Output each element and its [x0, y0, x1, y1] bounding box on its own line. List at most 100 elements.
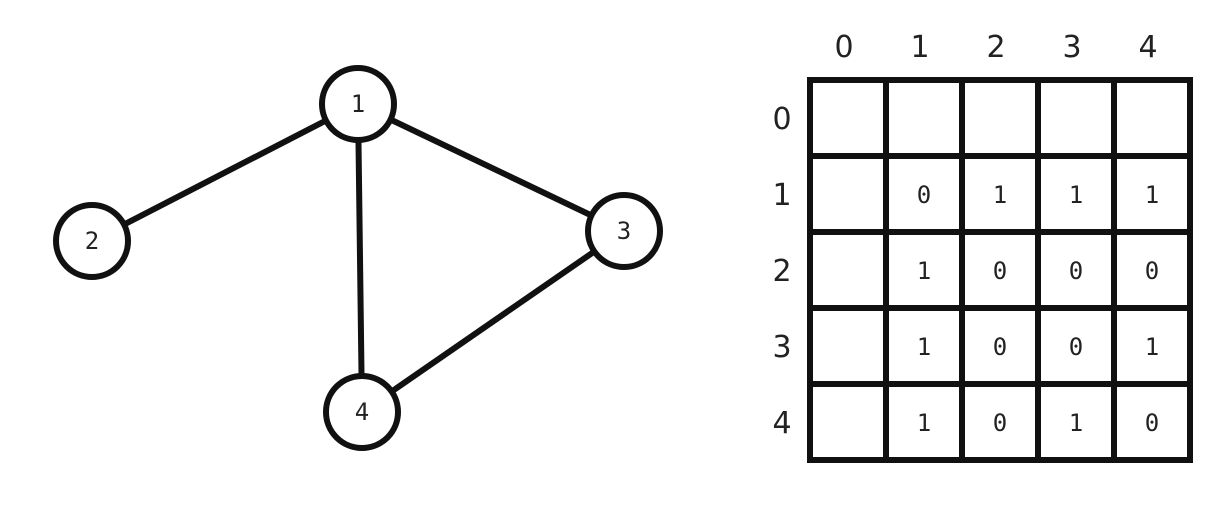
row-header-3: 3	[772, 330, 791, 365]
cell-value: 0	[917, 181, 931, 209]
cell-background	[1038, 80, 1114, 156]
edge-1-3	[387, 116, 595, 219]
node-circle	[53, 202, 131, 280]
cell-background	[962, 156, 1038, 232]
node-label: 2	[85, 227, 99, 255]
matrix-grid	[807, 77, 1193, 463]
node-4: 4	[323, 373, 401, 451]
node-circle	[585, 192, 663, 270]
node-circle	[323, 373, 401, 451]
cell-value: 1	[917, 409, 931, 437]
cell-background	[1038, 232, 1114, 308]
matrix-cell-0-4	[1114, 80, 1190, 156]
cell-value: 1	[917, 257, 931, 285]
cell-background	[886, 80, 962, 156]
edge-1-2	[121, 117, 329, 228]
cell-background	[1038, 308, 1114, 384]
cell-background	[810, 232, 886, 308]
matrix-cell-4-0	[810, 384, 886, 460]
cell-background	[1038, 156, 1114, 232]
cell-value: 0	[993, 257, 1007, 285]
graph-edges	[121, 116, 598, 395]
edge-1-4	[355, 136, 365, 380]
cell-value: 1	[1069, 181, 1083, 209]
matrix-cell-4-2: 0	[962, 384, 1038, 460]
matrix-cell-0-0	[810, 80, 886, 156]
cell-background	[1114, 156, 1190, 232]
matrix-row-headers: 0 1 2 3 4	[772, 102, 791, 441]
cell-background	[810, 156, 886, 232]
cell-value: 0	[1145, 257, 1159, 285]
cell-background	[886, 232, 962, 308]
column-header-4: 4	[1138, 30, 1157, 65]
column-header-0: 0	[834, 30, 853, 65]
matrix-cell-0-1	[886, 80, 962, 156]
graph-nodes: 1 2 3 4	[53, 65, 663, 451]
matrix-cell-3-2: 0	[962, 308, 1038, 384]
cell-background	[1114, 308, 1190, 384]
node-1: 1	[319, 65, 397, 143]
matrix-cell-2-3: 0	[1038, 232, 1114, 308]
cell-background	[886, 308, 962, 384]
cell-value: 1	[993, 181, 1007, 209]
cell-value: 1	[1145, 333, 1159, 361]
cell-value: 0	[993, 333, 1007, 361]
cell-value: 0	[993, 409, 1007, 437]
matrix-cell-1-2: 1	[962, 156, 1038, 232]
cell-background	[810, 308, 886, 384]
cell-value: 1	[1145, 181, 1159, 209]
node-2: 2	[53, 202, 131, 280]
matrix-cell-1-0	[810, 156, 886, 232]
edge-3-4	[388, 248, 598, 395]
matrix-cell-3-0	[810, 308, 886, 384]
cell-background	[1114, 232, 1190, 308]
matrix-cell-3-3: 0	[1038, 308, 1114, 384]
matrix-cell-2-1: 1	[886, 232, 962, 308]
matrix-cell-2-0	[810, 232, 886, 308]
matrix-cell-3-1: 1	[886, 308, 962, 384]
node-label: 3	[617, 217, 631, 245]
cell-background	[886, 384, 962, 460]
row-header-4: 4	[772, 406, 791, 441]
node-label: 1	[351, 90, 365, 118]
cell-value: 0	[1145, 409, 1159, 437]
node-label: 4	[355, 398, 369, 426]
cell-background	[1114, 384, 1190, 460]
row-header-0: 0	[772, 102, 791, 137]
node-3: 3	[585, 192, 663, 270]
matrix-cell-4-4: 0	[1114, 384, 1190, 460]
cell-background	[886, 156, 962, 232]
node-circle	[319, 65, 397, 143]
matrix-cell-0-3	[1038, 80, 1114, 156]
column-header-3: 3	[1062, 30, 1081, 65]
cell-background	[962, 384, 1038, 460]
cell-background	[1038, 384, 1114, 460]
cell-background	[1114, 80, 1190, 156]
cell-background	[962, 232, 1038, 308]
cell-value: 0	[1069, 257, 1083, 285]
matrix-cell-1-4: 1	[1114, 156, 1190, 232]
matrix-cell-4-3: 1	[1038, 384, 1114, 460]
matrix-cell-0-2	[962, 80, 1038, 156]
matrix-cell-3-4: 1	[1114, 308, 1190, 384]
cell-value: 1	[1069, 409, 1083, 437]
cell-background	[810, 384, 886, 460]
cell-background	[810, 80, 886, 156]
column-header-2: 2	[986, 30, 1005, 65]
cell-background	[962, 308, 1038, 384]
matrix-cell-2-2: 0	[962, 232, 1038, 308]
matrix-cells: 0 1 1 1 1 0 0 0 1 0 0 1 1 0 1 0	[810, 80, 1190, 460]
column-header-1: 1	[910, 30, 929, 65]
matrix-cell-2-4: 0	[1114, 232, 1190, 308]
matrix-cell-1-3: 1	[1038, 156, 1114, 232]
matrix-cell-4-1: 1	[886, 384, 962, 460]
row-header-2: 2	[772, 254, 791, 289]
adjacency-matrix: 0 1 1 1 1 0 0 0 1 0 0 1 1 0 1 0 0 1 2 3 4 0 1 2 3 4	[772, 30, 1193, 463]
cell-value: 0	[1069, 333, 1083, 361]
cell-value: 1	[917, 333, 931, 361]
matrix-column-headers: 0 1 2 3 4	[834, 30, 1157, 65]
graph: 1 2 3 4	[53, 65, 663, 451]
matrix-cell-1-1: 0	[886, 156, 962, 232]
row-header-1: 1	[772, 178, 791, 213]
